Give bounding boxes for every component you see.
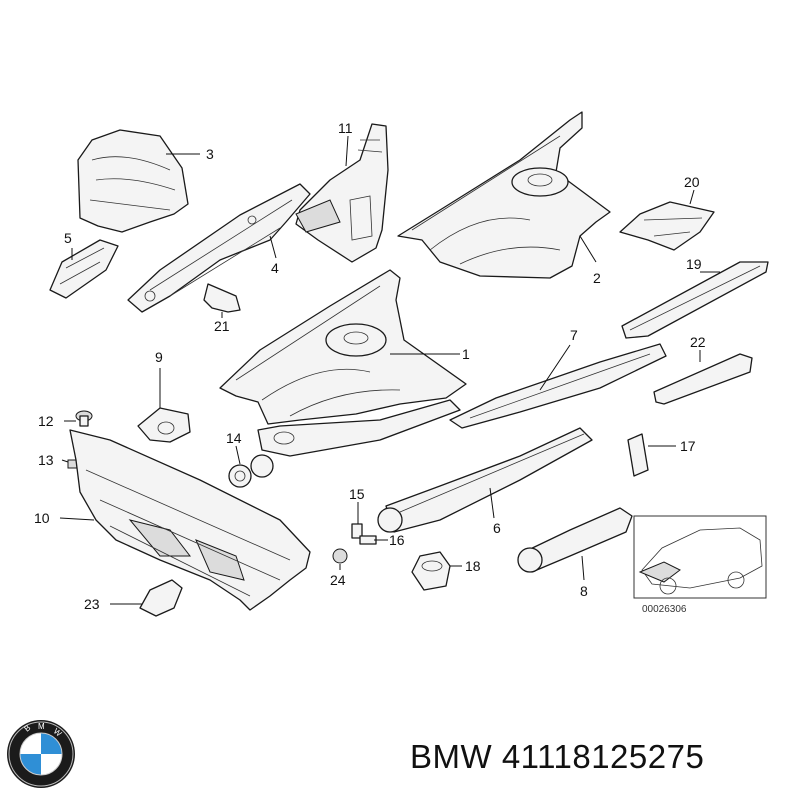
vehicle-locator-inset: 00026306 bbox=[633, 515, 767, 615]
callout-9: 9 bbox=[155, 349, 163, 365]
bmw-roundel-logo: B M W bbox=[7, 720, 75, 788]
callout-7: 7 bbox=[570, 327, 578, 343]
part-15-bolt bbox=[351, 523, 363, 539]
part-3-wheel-arch-cover bbox=[77, 129, 189, 233]
part-11-pillar-section bbox=[295, 123, 389, 263]
callout-10: 10 bbox=[34, 510, 50, 526]
part-18-rubber-mount bbox=[411, 551, 451, 591]
part-21-bracket bbox=[203, 283, 241, 313]
part-20-reinforcement bbox=[619, 201, 715, 251]
part-16-bolt bbox=[359, 535, 377, 545]
callout-22: 22 bbox=[690, 334, 706, 350]
callout-23: 23 bbox=[84, 596, 100, 612]
callout-15: 15 bbox=[349, 486, 365, 502]
callout-16: 16 bbox=[389, 532, 405, 548]
svg-text:M: M bbox=[38, 722, 45, 731]
part-19-rail bbox=[621, 261, 769, 339]
callout-3: 3 bbox=[206, 146, 214, 162]
part-10-front-panel bbox=[69, 429, 311, 611]
callout-14: 14 bbox=[226, 430, 242, 446]
callout-13: 13 bbox=[38, 452, 54, 468]
callout-21: 21 bbox=[214, 318, 230, 334]
callout-4: 4 bbox=[271, 260, 279, 276]
svg-text:W: W bbox=[52, 727, 64, 739]
callout-1: 1 bbox=[462, 346, 470, 362]
callout-17: 17 bbox=[680, 438, 696, 454]
part-9-bracket-plate bbox=[137, 407, 191, 443]
callout-19: 19 bbox=[686, 256, 702, 272]
part-24-nut bbox=[332, 548, 348, 564]
part-caption: BMW 41118125275 bbox=[410, 738, 704, 776]
part-4-longitudinal-member bbox=[127, 183, 311, 313]
part-22-rail bbox=[653, 353, 753, 405]
callout-18: 18 bbox=[465, 558, 481, 574]
caption-brand: BMW bbox=[410, 738, 493, 775]
callout-8: 8 bbox=[580, 583, 588, 599]
callout-labels: 1 2 3 4 5 6 7 8 9 10 11 12 13 14 15 16 1… bbox=[34, 120, 706, 612]
leader-lines bbox=[59, 135, 720, 605]
part-12-bumper-stop bbox=[75, 410, 93, 427]
diagram-reference-number: 00026306 bbox=[642, 604, 687, 615]
part-5-bracket bbox=[49, 239, 119, 299]
callout-11: 11 bbox=[338, 120, 353, 136]
callout-5: 5 bbox=[64, 230, 72, 246]
part-8-member-section bbox=[517, 507, 633, 573]
part-6-member-section bbox=[377, 427, 593, 533]
callout-20: 20 bbox=[684, 174, 700, 190]
part-2-wheelhouse-strut-tower bbox=[397, 111, 611, 279]
part-1-wheelhouse-assembly bbox=[219, 269, 467, 457]
callout-6: 6 bbox=[493, 520, 501, 536]
part-17-plate bbox=[627, 433, 649, 477]
svg-text:B: B bbox=[23, 723, 33, 733]
part-7-crossmember bbox=[449, 343, 667, 429]
part-14-flange-ring bbox=[228, 454, 274, 488]
callout-24: 24 bbox=[330, 572, 346, 588]
caption-part-number: 41118125275 bbox=[501, 738, 705, 775]
part-23-mount bbox=[139, 579, 183, 617]
callout-2: 2 bbox=[593, 270, 601, 286]
callout-12: 12 bbox=[38, 413, 54, 429]
